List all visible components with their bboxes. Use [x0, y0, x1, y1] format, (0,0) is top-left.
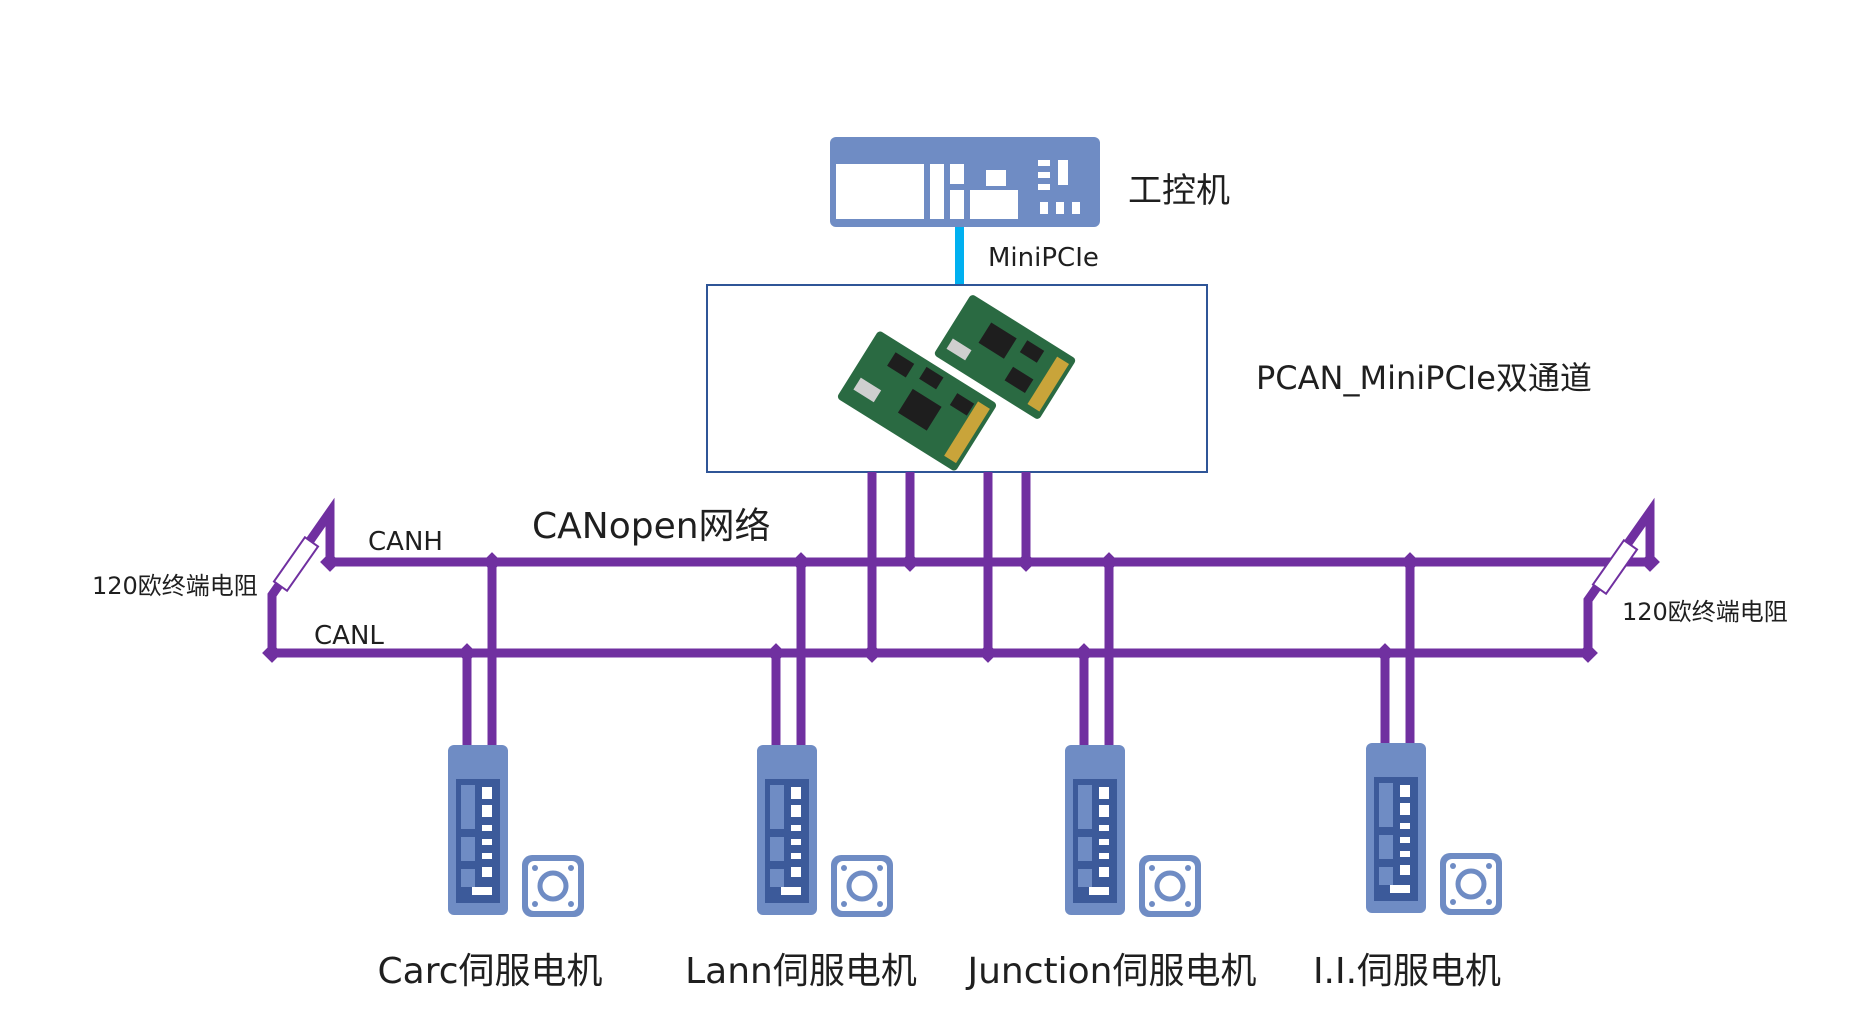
motor-label-ii: I.I.伺服电机 — [1312, 951, 1502, 992]
industrial-pc-icon — [830, 137, 1100, 227]
pcan-boards-icon — [837, 295, 1076, 471]
right-terminator-label: 120欧终端电阻 — [1622, 598, 1788, 626]
motor-label-lann: Lann伺服电机 — [685, 951, 917, 992]
left-terminator-resistor — [272, 535, 320, 593]
canh-label: CANH — [368, 527, 443, 557]
right-terminator-resistor — [1591, 538, 1639, 596]
motor-label-carc: Carc伺服电机 — [377, 951, 603, 992]
canl-label: CANL — [314, 621, 384, 651]
motor-label-junction: Junction伺服电机 — [967, 951, 1257, 992]
servo-drive-ii — [1366, 743, 1426, 913]
bus-junctions — [262, 552, 1660, 663]
servo-drive-lann — [757, 745, 817, 915]
can-bus — [267, 472, 1655, 745]
industrial-pc-label: 工控机 — [1128, 171, 1230, 211]
minipcie-label: MiniPCIe — [988, 243, 1099, 273]
servo-motor-junction-icon — [1139, 855, 1201, 917]
servo-motor-lann-icon — [831, 855, 893, 917]
left-terminator-label: 120欧终端电阻 — [92, 572, 258, 600]
servo-motor-ii-icon — [1440, 853, 1502, 915]
servo-drive-junction — [1065, 745, 1125, 915]
minipcie-link — [955, 226, 964, 286]
servo-drive-carc — [448, 745, 508, 915]
network-label: CANopen网络 — [532, 506, 771, 547]
servo-motor-carc-icon — [522, 855, 584, 917]
pcan-card-label: PCAN_MiniPCIe双通道 — [1256, 359, 1592, 397]
